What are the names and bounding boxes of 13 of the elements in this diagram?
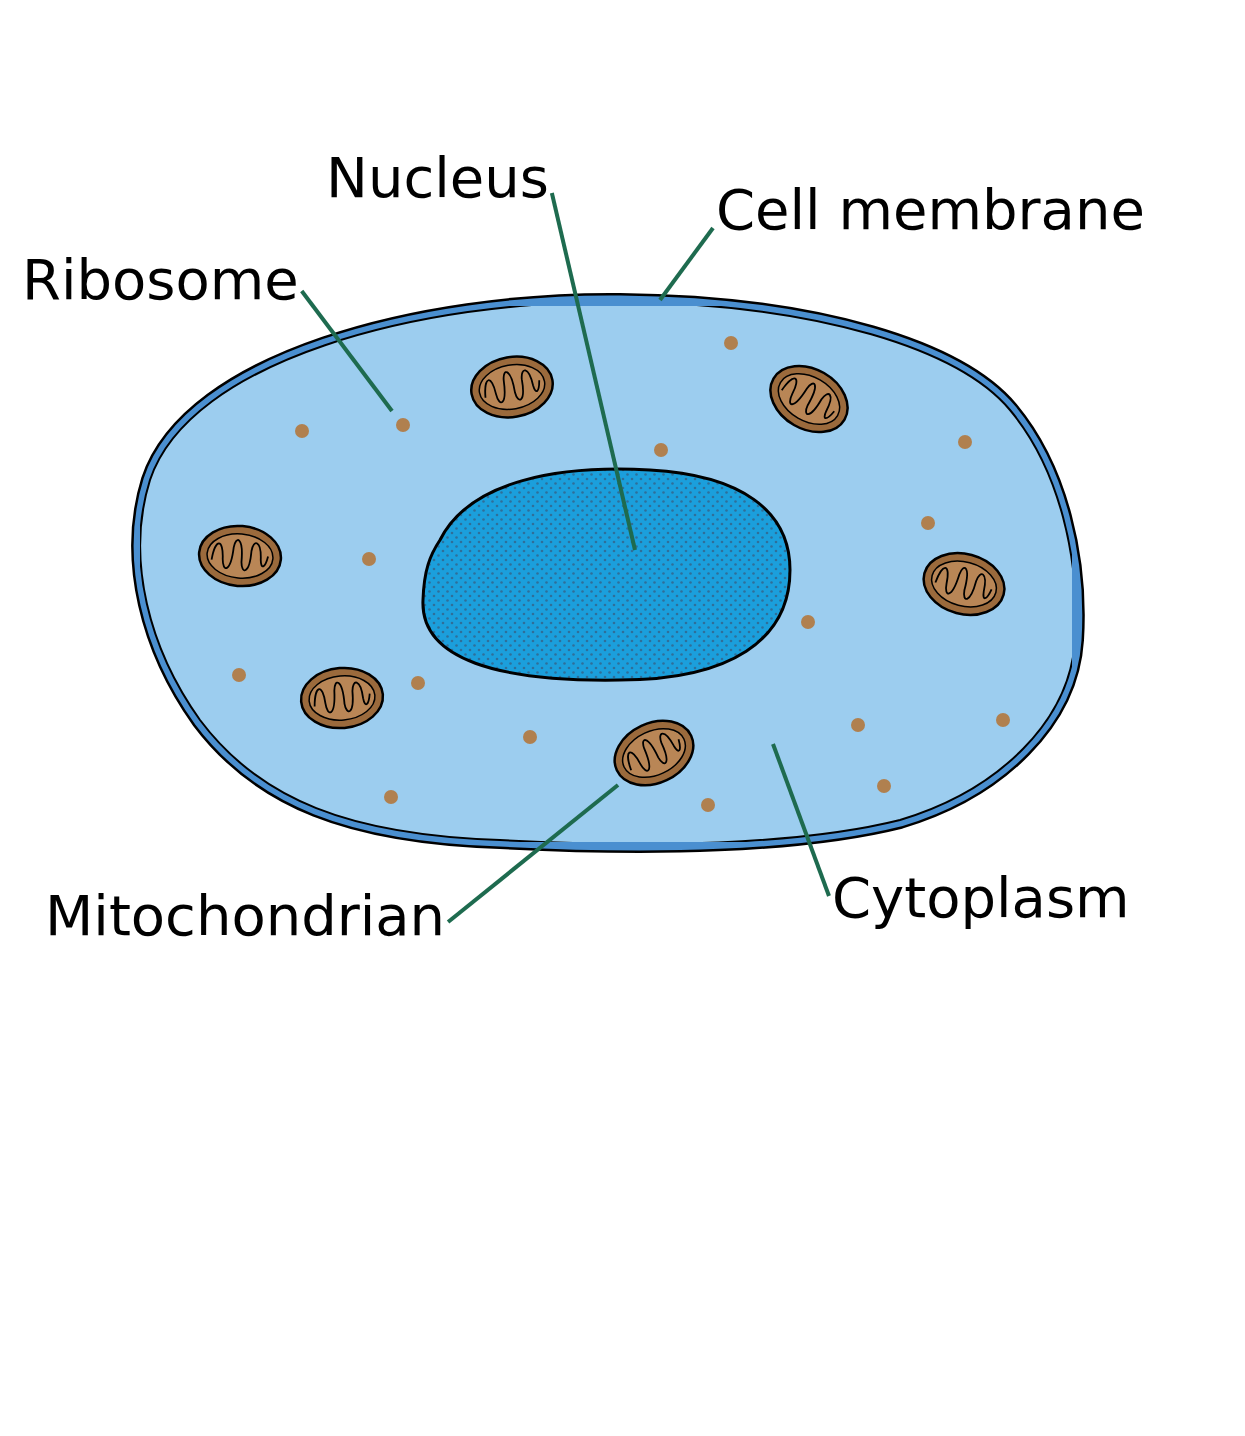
leader-line — [446, 783, 620, 924]
part-label: Cytoplasm — [832, 866, 1130, 931]
part-label: Mitochondrian — [45, 884, 446, 949]
leader-line — [549, 192, 637, 551]
nucleus — [420, 465, 792, 683]
part-label: Ribosome — [22, 248, 299, 313]
leader-line — [771, 743, 831, 897]
ribosome-dot — [396, 418, 410, 432]
leader-line — [658, 226, 715, 302]
mitochondrion-drawing — [612, 717, 696, 789]
leader-line — [300, 289, 394, 413]
part-label: Nucleus — [326, 146, 549, 211]
part-label: Cell membrane — [716, 178, 1145, 243]
